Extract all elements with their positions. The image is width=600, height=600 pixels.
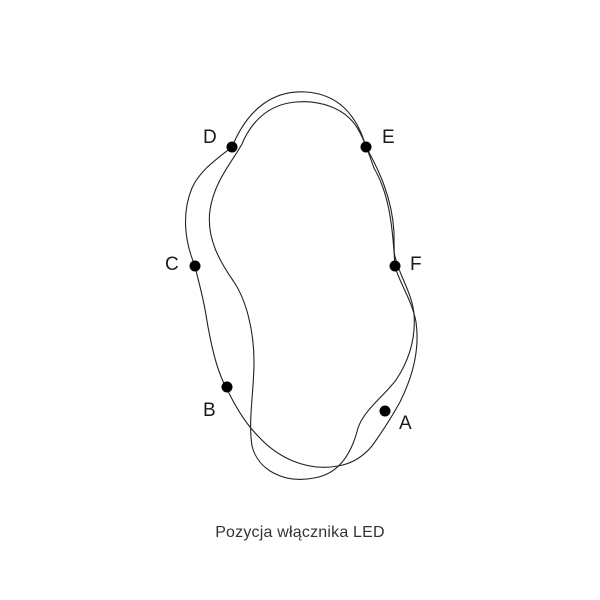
point-e-dot [360,141,372,153]
point-e-label: E [382,127,395,148]
point-c-label: C [165,254,179,275]
point-a-dot [379,405,391,417]
diagram-caption: Pozycja włącznika LED [215,524,385,541]
point-b-dot [221,381,233,393]
point-f-dot [389,260,401,272]
point-f-label: F [410,254,422,275]
inner-outline [208,101,415,480]
point-d-dot [226,141,238,153]
point-c-dot [189,260,201,272]
point-d-label: D [203,127,217,148]
point-a-label: A [399,413,412,434]
point-b-label: B [203,400,216,421]
